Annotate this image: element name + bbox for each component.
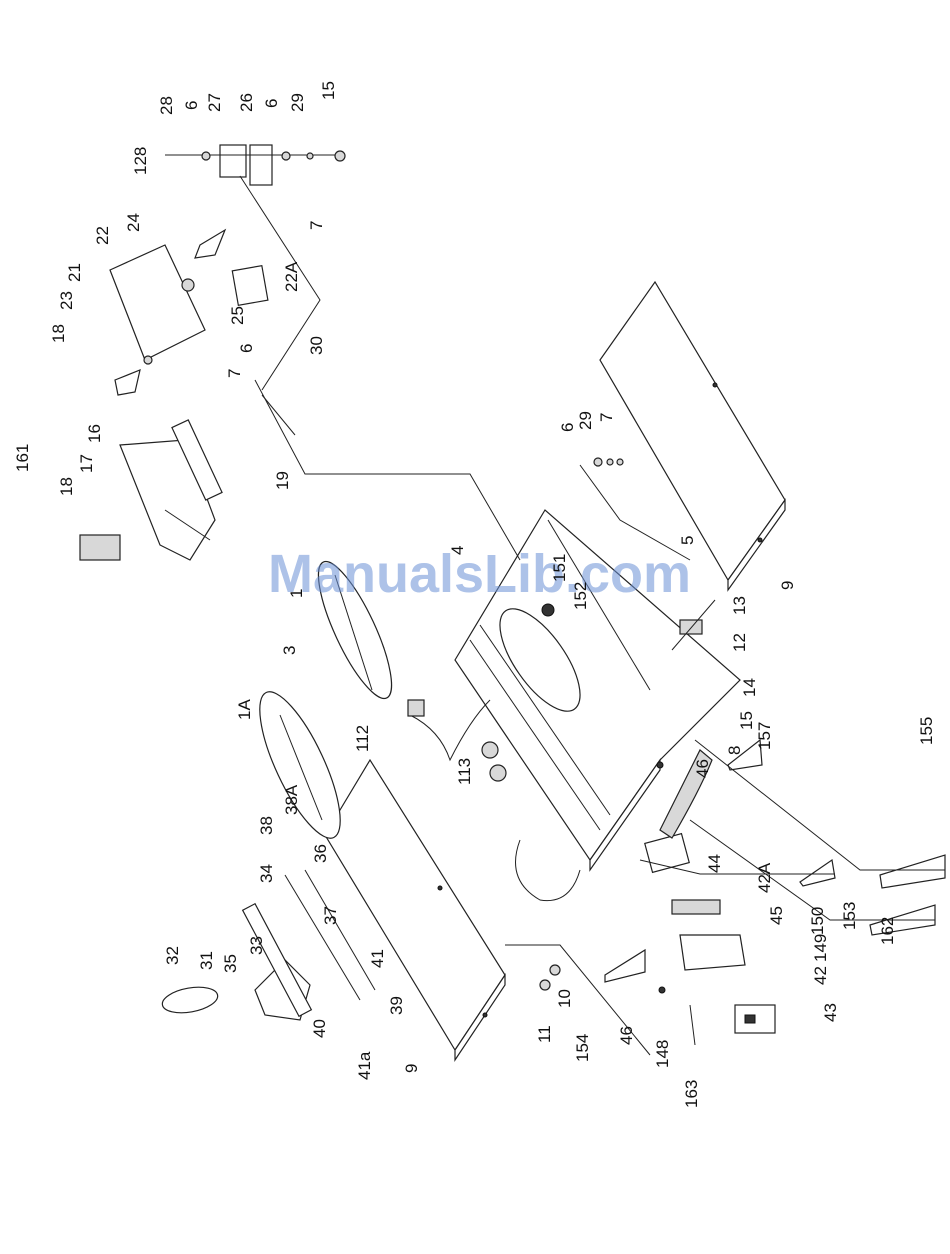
callout-39: 39 — [387, 996, 406, 1015]
callout-33: 33 — [247, 936, 266, 955]
guard-bracket-part — [165, 145, 345, 185]
callout-148: 148 — [653, 1040, 672, 1068]
callout-1A: 1A — [235, 699, 254, 720]
callout-46-a: 46 — [693, 759, 712, 778]
callout-163: 163 — [682, 1080, 701, 1108]
callout-29-b: 29 — [576, 411, 595, 430]
callout-23: 23 — [57, 291, 76, 310]
callout-17: 17 — [77, 454, 96, 473]
callout-44: 44 — [705, 854, 724, 873]
callout-28: 28 — [157, 96, 176, 115]
callout-13: 13 — [730, 596, 749, 615]
miter-gauge-part — [160, 870, 375, 1020]
callout-11: 11 — [535, 1025, 554, 1043]
callout-38A: 38A — [282, 784, 301, 815]
callout-42A: 42A — [755, 862, 774, 893]
callout-6-c: 6 — [237, 344, 256, 353]
callout-40: 40 — [310, 1019, 329, 1038]
callout-46-b: 46 — [617, 1026, 636, 1045]
callout-15-a: 15 — [319, 81, 338, 100]
callout-14: 14 — [740, 678, 759, 697]
callout-7-c: 7 — [597, 413, 616, 422]
callout-32: 32 — [163, 946, 182, 965]
callout-6-d: 6 — [558, 423, 577, 432]
callout-37: 37 — [321, 906, 340, 925]
callout-18-a: 18 — [49, 324, 68, 343]
callout-30: 30 — [307, 336, 326, 355]
callout-7-a: 7 — [307, 221, 326, 230]
callout-6-b: 6 — [262, 99, 281, 108]
callout-31: 31 — [197, 951, 216, 970]
callout-128: 128 — [131, 147, 150, 175]
callout-7-b: 7 — [225, 369, 244, 378]
callout-16: 16 — [85, 424, 104, 443]
callout-24: 24 — [124, 213, 143, 232]
callout-153: 153 — [840, 902, 859, 930]
watermark: ManualsLib.com — [268, 544, 691, 604]
callout-42: 42 — [811, 966, 830, 985]
callout-41: 41 — [368, 949, 387, 968]
callout-41a: 41a — [355, 1051, 374, 1080]
callout-26: 26 — [237, 93, 256, 112]
callout-151: 151 — [550, 554, 569, 582]
callout-45: 45 — [767, 906, 786, 925]
callout-5: 5 — [678, 536, 697, 545]
left-extension-wing-part — [325, 760, 505, 1060]
support-rod-part — [240, 176, 520, 560]
callout-43: 43 — [821, 1003, 840, 1022]
callout-38: 38 — [257, 816, 276, 835]
callout-113: 113 — [455, 758, 474, 785]
callout-34: 34 — [257, 864, 276, 883]
callout-29-a: 29 — [288, 93, 307, 112]
callout-22: 22 — [93, 226, 112, 245]
callout-154: 154 — [573, 1034, 592, 1062]
callout-9-left: 9 — [402, 1064, 421, 1073]
callout-155: 155 — [917, 717, 936, 745]
callout-18-b: 18 — [57, 477, 76, 496]
callout-1: 1 — [287, 589, 306, 598]
callout-112: 112 — [353, 725, 372, 752]
callout-161: 161 — [13, 444, 32, 472]
callout-19: 19 — [273, 471, 292, 490]
callout-157: 157 — [755, 722, 774, 750]
callout-9-right: 9 — [778, 581, 797, 590]
callout-36: 36 — [311, 844, 330, 863]
callout-27: 27 — [205, 93, 224, 112]
callout-22A: 22A — [282, 261, 301, 292]
callout-12: 12 — [730, 633, 749, 652]
callout-152: 152 — [571, 582, 590, 610]
callout-149: 149 — [811, 934, 830, 962]
callout-15-b: 15 — [737, 711, 756, 730]
callout-6-a: 6 — [182, 101, 201, 110]
callout-8: 8 — [725, 746, 744, 755]
callout-150: 150 — [808, 907, 827, 935]
callout-21: 21 — [65, 263, 84, 282]
callout-10: 10 — [555, 989, 574, 1008]
callout-35: 35 — [221, 954, 240, 973]
callout-4: 4 — [448, 546, 467, 555]
callout-25: 25 — [228, 306, 247, 325]
callout-3: 3 — [280, 646, 299, 655]
callout-162: 162 — [878, 917, 897, 945]
